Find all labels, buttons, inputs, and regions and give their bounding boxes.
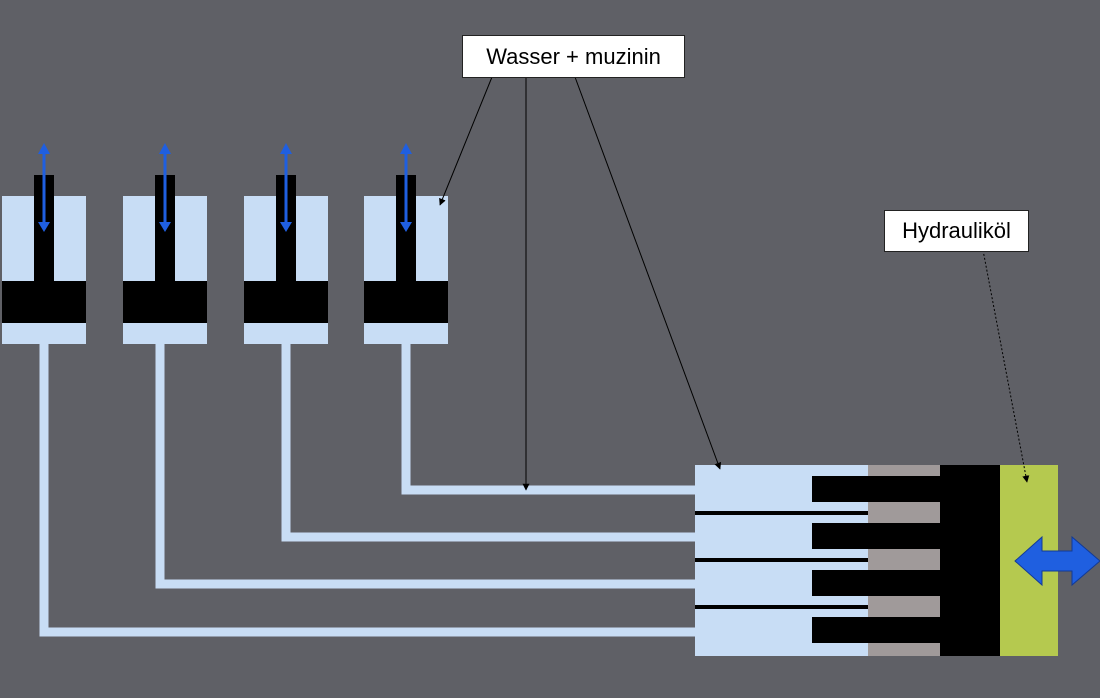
pipe-2 — [155, 344, 695, 589]
main-cylinder — [695, 465, 1058, 656]
double-headed-horizontal-arrow-icon — [1014, 535, 1100, 587]
chamber-piston-rod — [812, 476, 940, 502]
double-headed-vertical-arrow-icon — [280, 143, 292, 232]
label-hydraulic-oil: Hydrauliköl — [884, 210, 1029, 252]
double-headed-vertical-arrow-icons — [38, 143, 412, 232]
piston-head — [364, 281, 448, 323]
pipe-3 — [281, 344, 695, 542]
label-water-mucin: Wasser + muzinin — [462, 35, 685, 78]
piston-head — [244, 281, 328, 323]
chamber-piston-rod — [812, 617, 940, 643]
pipes — [39, 344, 695, 637]
double-headed-vertical-arrow-icon — [38, 143, 50, 232]
leader-line-oil — [982, 249, 1030, 483]
double-headed-vertical-arrow-icon — [400, 143, 412, 232]
pipe-1 — [39, 344, 695, 637]
leader-lines — [439, 76, 1030, 491]
chamber-piston-rod — [812, 523, 940, 549]
piston-head — [123, 281, 207, 323]
pipe-4 — [401, 344, 695, 495]
main-piston-block — [940, 465, 1000, 656]
chamber-piston-rod — [812, 570, 940, 596]
double-headed-vertical-arrow-icon — [159, 143, 171, 232]
piston-head — [2, 281, 86, 323]
leader-line-water-main — [574, 76, 722, 470]
leader-line-water-cylinder — [439, 76, 493, 206]
